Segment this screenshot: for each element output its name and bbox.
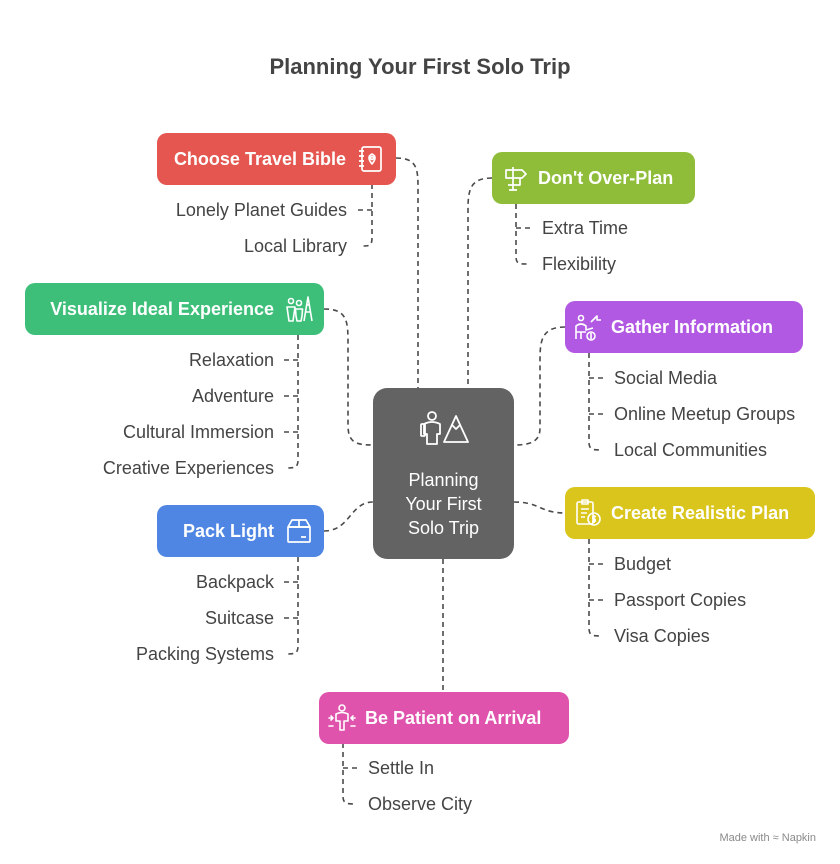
budget-document-icon xyxy=(573,498,603,528)
list-item: Extra Time xyxy=(542,218,629,238)
signpost-icon xyxy=(500,163,530,193)
list-item: Social Media xyxy=(614,368,718,388)
presentation-icon xyxy=(573,312,603,342)
topic-label: Choose Travel Bible xyxy=(173,148,346,169)
topic-label: Don't Over-Plan xyxy=(538,167,674,188)
list-item: Creative Experiences xyxy=(102,458,274,478)
list-item: Lonely Planet Guides xyxy=(175,200,347,220)
list-item: Cultural Immersion xyxy=(122,422,274,442)
topic-create-realistic-plan: Create Realistic Plan xyxy=(565,487,815,539)
topic-visualize-ideal-experience: Visualize Ideal Experience xyxy=(25,283,324,335)
list-item: Local Communities xyxy=(614,440,768,460)
napkin-watermark: Made with ≈ Napkin xyxy=(719,832,816,844)
list-item: Settle In xyxy=(368,758,435,778)
list-item: Online Meetup Groups xyxy=(614,404,796,424)
topic-be-patient-on-arrival: Be Patient on Arrival xyxy=(319,692,569,744)
topic-choose-travel-bible: Choose Travel Bible xyxy=(157,133,396,185)
list-item: Passport Copies xyxy=(614,590,747,610)
list-item: Relaxation xyxy=(188,350,274,370)
list-item: Local Library xyxy=(243,236,347,256)
box-icon xyxy=(284,516,314,546)
list-item: Packing Systems xyxy=(135,644,274,664)
topic-label: Be Patient on Arrival xyxy=(365,707,542,728)
connector-choose-travel-bible xyxy=(395,157,419,388)
traveler-mountain-icon xyxy=(419,411,469,445)
list-item: Backpack xyxy=(195,572,274,592)
topic-label: Create Realistic Plan xyxy=(611,502,790,523)
topic-label: Gather Information xyxy=(611,316,774,337)
people-landmark-icon xyxy=(284,294,314,324)
connector-visualize-ideal-experience xyxy=(323,308,374,446)
list-item: Suitcase xyxy=(204,608,274,628)
map-book-icon xyxy=(356,144,386,174)
connector-gather-information xyxy=(513,326,566,446)
topic-pack-light: Pack Light xyxy=(157,505,324,557)
center-node: Planning Your First Solo Trip xyxy=(373,388,514,559)
connector-pack-light xyxy=(323,501,374,532)
connector-dont-over-plan xyxy=(467,177,493,388)
list-item: Flexibility xyxy=(542,254,617,274)
diagram-title: Planning Your First Solo Trip xyxy=(269,54,571,79)
list-item: Visa Copies xyxy=(614,626,710,646)
center-label: Planning Your First Solo Trip xyxy=(405,470,482,538)
list-item: Observe City xyxy=(368,794,473,814)
list-item: Adventure xyxy=(191,386,274,406)
list-item: Budget xyxy=(614,554,672,574)
person-waiting-icon xyxy=(327,703,357,733)
topic-label: Pack Light xyxy=(182,520,274,541)
topic-label: Visualize Ideal Experience xyxy=(50,298,274,319)
topic-gather-information: Gather Information xyxy=(565,301,803,353)
connector-create-realistic-plan xyxy=(513,501,566,514)
topic-dont-over-plan: Don't Over-Plan xyxy=(492,152,695,204)
